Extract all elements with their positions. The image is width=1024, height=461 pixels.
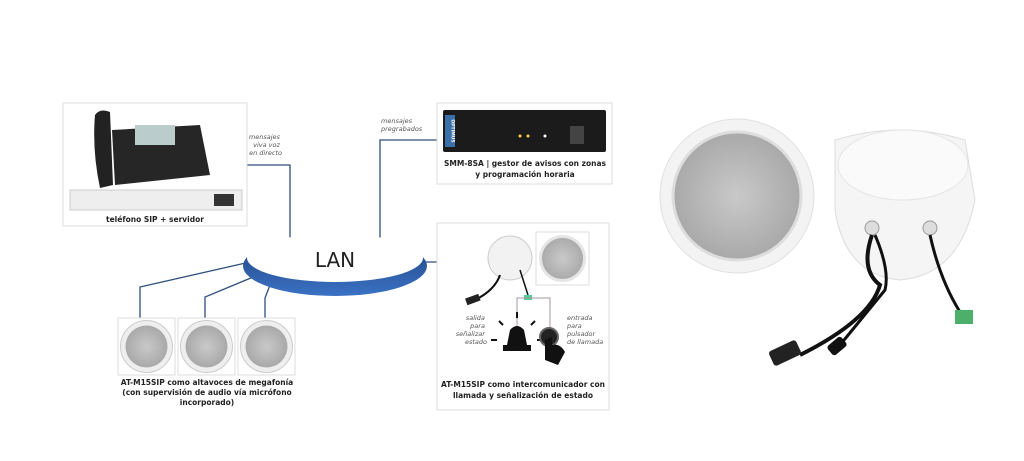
pa-speakers: AT-M15SIP como altavoces de megafonía (c…	[117, 317, 296, 407]
phone-icon	[94, 110, 113, 188]
output-label: salida para señalizar estado	[456, 314, 487, 346]
input-label: entrada para pulsador de llamada	[566, 314, 603, 346]
smm-panel: OPTIMUS SMM-8SA | gestor de avisos con z…	[436, 102, 613, 185]
speakers-caption-1: AT-M15SIP como altavoces de megafonía	[121, 378, 293, 387]
smm-brand-label: OPTIMUS	[450, 119, 456, 142]
network-wires	[139, 139, 470, 318]
speakers-caption-3: incorporado)	[180, 398, 234, 407]
speaker-2	[177, 317, 236, 376]
lan-ring: LAN	[243, 234, 427, 296]
live-messages-label: mensajes viva voz en directo	[249, 133, 282, 157]
intercom-caption-2: llamada y señalización de estado	[453, 391, 593, 400]
smm-caption-2: y programación horaria	[475, 170, 574, 179]
smm-device	[443, 110, 606, 152]
phone-caption: teléfono SIP + servidor	[106, 215, 204, 224]
beacon-light-icon	[491, 312, 543, 351]
intercom-caption-1: AT-M15SIP como intercomunicador con	[441, 380, 605, 389]
call-button-hand-icon	[539, 327, 565, 365]
speaker-back	[487, 235, 533, 281]
product-photo	[659, 118, 976, 366]
speaker-1	[117, 317, 176, 376]
intercom-panel: salida para señalizar estado entrada par…	[436, 222, 610, 411]
server-unit	[69, 189, 243, 211]
smm-caption-1: SMM-8SA | gestor de avisos con zonas	[444, 159, 607, 169]
phone-server-panel: teléfono SIP + servidor	[62, 102, 248, 227]
speaker-3	[237, 317, 296, 376]
speaker-front	[539, 235, 586, 282]
speakers-caption-2: (con supervisión de audio vía micrófono	[122, 388, 291, 397]
recorded-messages-label: mensajes pregrabados	[380, 117, 423, 133]
lan-label: LAN	[315, 248, 355, 272]
